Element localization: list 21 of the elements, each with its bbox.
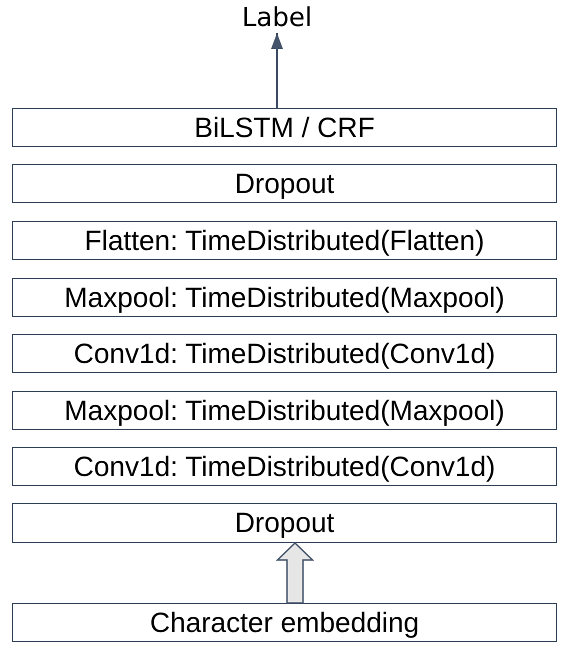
layer-label: Maxpool: TimeDistributed(Maxpool) xyxy=(64,282,505,314)
layer-label: Flatten: TimeDistributed(Flatten) xyxy=(84,224,484,256)
layer-label: Dropout xyxy=(234,507,334,539)
layer-box xyxy=(12,334,557,373)
block-arrow xyxy=(276,542,314,604)
layer-box xyxy=(12,603,557,642)
layer-label: Conv1d: TimeDistributed(Conv1d) xyxy=(74,450,496,482)
layer-label: Maxpool: TimeDistributed(Maxpool) xyxy=(64,394,505,426)
layer-box xyxy=(12,164,557,203)
layer-label: BiLSTM / CRF xyxy=(194,112,375,144)
layer-box xyxy=(12,503,557,543)
layer-label: Conv1d: TimeDistributed(Conv1d) xyxy=(74,338,496,370)
layer-box xyxy=(12,447,557,486)
layer-label: Character embedding xyxy=(150,606,420,638)
layer-box xyxy=(12,221,557,260)
arrow xyxy=(271,33,283,108)
layer-label: Dropout xyxy=(234,168,334,200)
layer-box xyxy=(12,108,557,147)
output-label: Label xyxy=(222,2,332,33)
layer-box xyxy=(12,278,557,317)
layer-box xyxy=(12,391,557,430)
